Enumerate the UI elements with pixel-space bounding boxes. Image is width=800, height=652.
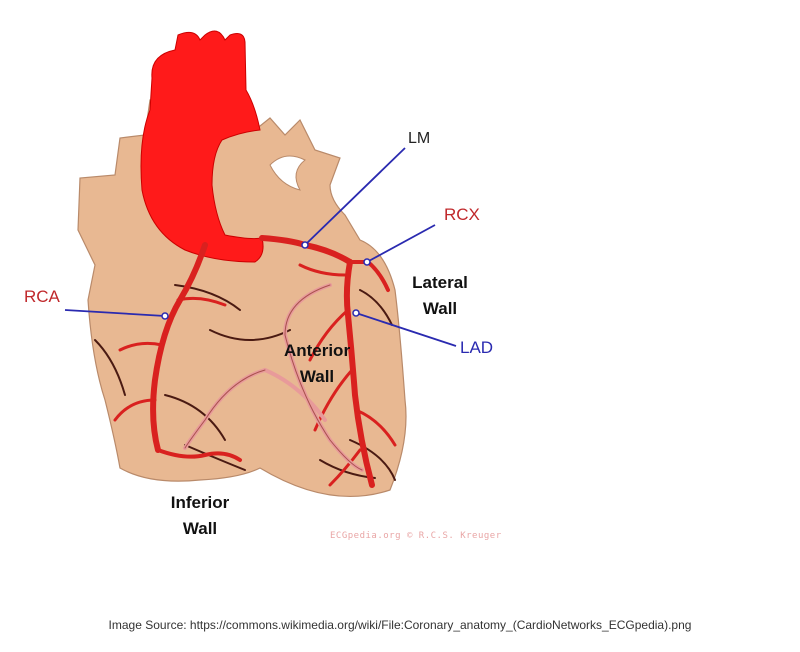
atrial-notch <box>269 155 306 191</box>
image-source-caption: Image Source: https://commons.wikimedia.… <box>108 618 692 632</box>
posterior-vessel-outline <box>184 284 363 471</box>
heart-body <box>77 99 407 498</box>
inferior-wall-label: Inferior Wall <box>170 493 230 538</box>
anterior-wall-label: Anterior Wall <box>283 341 351 386</box>
lad-pointer-line <box>355 312 457 347</box>
lm-pointer-line <box>304 147 406 246</box>
lateral-wall-label: Lateral Wall <box>412 273 468 318</box>
rca-label: RCA <box>24 287 60 306</box>
lm-label: LM <box>408 130 431 147</box>
rcx-label: RCX <box>444 205 480 224</box>
watermark: ECGpedia.org © R.C.S. Kreuger <box>330 531 502 541</box>
aorta <box>140 30 264 263</box>
pointer-lines <box>64 147 457 347</box>
rca-artery <box>113 242 242 462</box>
pointer-dots <box>161 241 371 320</box>
rcx-pointer-line <box>366 224 436 263</box>
rca-pointer-line <box>64 309 166 317</box>
lad-label: LAD <box>460 338 494 357</box>
